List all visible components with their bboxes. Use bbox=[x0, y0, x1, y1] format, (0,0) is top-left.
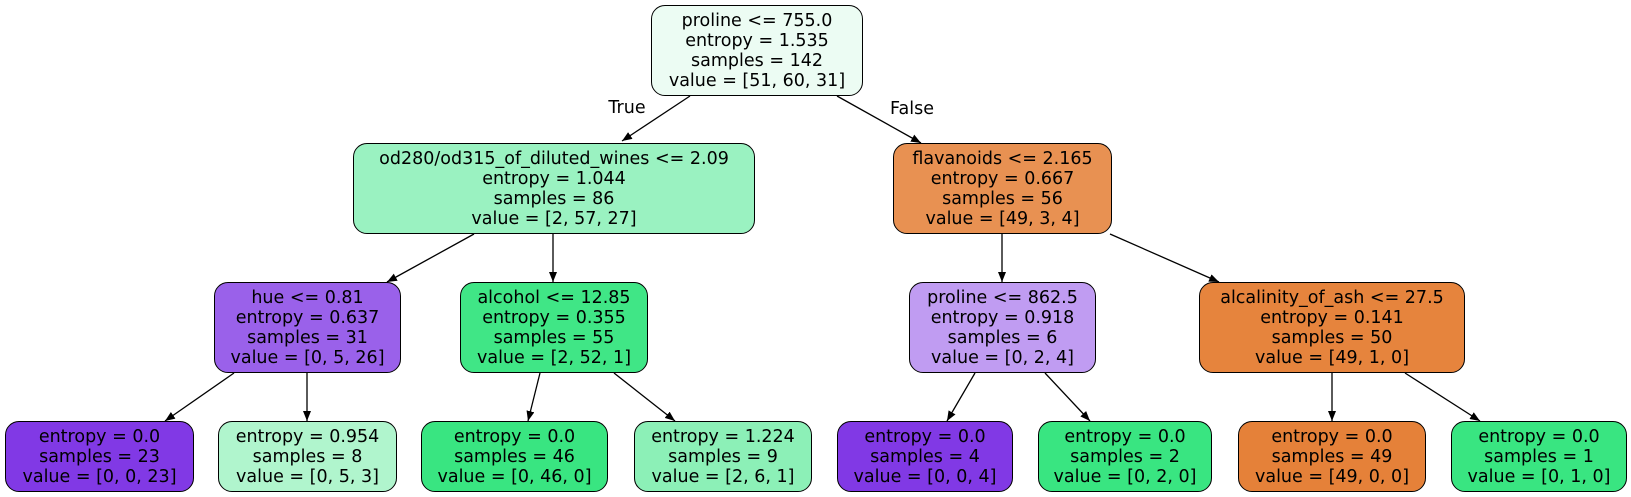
tree-leaf-n4: entropy = 0.954 samples = 8 value = [0, … bbox=[218, 421, 397, 492]
tree-leaf-n7: entropy = 1.224 samples = 9 value = [2, … bbox=[634, 421, 812, 492]
tree-leaf-n14: entropy = 0.0 samples = 1 value = [0, 1,… bbox=[1451, 421, 1627, 492]
node-entropy-label: entropy = 0.0 bbox=[864, 426, 986, 447]
node-split-label: flavanoids <= 2.165 bbox=[912, 148, 1093, 169]
tree-node-n1: od280/od315_of_diluted_wines <= 2.09 ent… bbox=[353, 143, 755, 234]
edge-n5-n7 bbox=[613, 372, 676, 422]
node-value-label: value = [2, 57, 27] bbox=[471, 208, 637, 229]
tree-node-n5: alcohol <= 12.85 entropy = 0.355 samples… bbox=[460, 282, 648, 373]
edge-n9-n10 bbox=[946, 372, 976, 422]
edge-label-false: False bbox=[890, 99, 934, 119]
node-samples-label: samples = 4 bbox=[870, 446, 980, 467]
node-entropy-label: entropy = 0.918 bbox=[930, 307, 1075, 328]
node-value-label: value = [0, 1, 0] bbox=[1467, 466, 1611, 487]
node-entropy-label: entropy = 0.355 bbox=[482, 307, 626, 328]
node-split-label: proline <= 755.0 bbox=[681, 10, 833, 31]
node-split-label: hue <= 0.81 bbox=[251, 287, 364, 308]
edge-n8-n12 bbox=[1109, 233, 1220, 283]
node-value-label: value = [49, 3, 4] bbox=[925, 208, 1080, 229]
edge-label-true: True bbox=[608, 98, 646, 118]
node-entropy-label: entropy = 0.0 bbox=[38, 426, 161, 447]
node-entropy-label: entropy = 0.0 bbox=[1478, 426, 1600, 447]
edge-n2-n3 bbox=[164, 372, 235, 422]
node-entropy-label: entropy = 0.141 bbox=[1260, 307, 1404, 328]
node-entropy-label: entropy = 1.224 bbox=[651, 426, 795, 447]
node-samples-label: samples = 31 bbox=[247, 327, 368, 348]
node-samples-label: samples = 56 bbox=[942, 188, 1063, 209]
node-split-label: proline <= 862.5 bbox=[927, 287, 1078, 308]
node-value-label: value = [2, 6, 1] bbox=[651, 466, 795, 487]
edge-n0-n1 bbox=[621, 95, 691, 142]
node-samples-label: samples = 9 bbox=[668, 446, 778, 467]
node-value-label: value = [0, 2, 0] bbox=[1053, 466, 1197, 487]
node-entropy-label: entropy = 0.0 bbox=[1271, 426, 1393, 447]
node-entropy-label: entropy = 0.0 bbox=[1064, 426, 1186, 447]
tree-node-n9: proline <= 862.5 entropy = 0.918 samples… bbox=[909, 282, 1096, 373]
node-samples-label: samples = 142 bbox=[691, 50, 823, 71]
node-samples-label: samples = 1 bbox=[1484, 446, 1594, 467]
tree-node-n2: hue <= 0.81 entropy = 0.637 samples = 31… bbox=[214, 282, 401, 373]
node-samples-label: samples = 86 bbox=[493, 188, 615, 209]
node-value-label: value = [49, 1, 0] bbox=[1254, 347, 1410, 368]
node-samples-label: samples = 23 bbox=[39, 446, 160, 467]
node-split-label: alcohol <= 12.85 bbox=[477, 287, 631, 308]
edge-n0-n8 bbox=[836, 95, 922, 144]
node-value-label: value = [0, 5, 26] bbox=[230, 347, 385, 368]
node-samples-label: samples = 46 bbox=[454, 446, 575, 467]
node-value-label: value = [0, 5, 3] bbox=[236, 466, 379, 487]
node-value-label: value = [0, 2, 4] bbox=[931, 347, 1074, 368]
tree-leaf-n10: entropy = 0.0 samples = 4 value = [0, 0,… bbox=[837, 421, 1013, 492]
tree-node-root: proline <= 755.0 entropy = 1.535 samples… bbox=[651, 5, 863, 96]
edge-n1-n2 bbox=[386, 233, 475, 283]
tree-node-n12: alcalinity_of_ash <= 27.5 entropy = 0.14… bbox=[1199, 282, 1465, 373]
node-entropy-label: entropy = 0.667 bbox=[930, 168, 1075, 189]
edge-n12-n14 bbox=[1404, 372, 1481, 422]
tree-leaf-n13: entropy = 0.0 samples = 49 value = [49, … bbox=[1238, 421, 1426, 492]
node-split-label: alcalinity_of_ash <= 27.5 bbox=[1220, 287, 1444, 308]
tree-leaf-n11: entropy = 0.0 samples = 2 value = [0, 2,… bbox=[1038, 421, 1212, 492]
node-value-label: value = [2, 52, 1] bbox=[476, 347, 632, 368]
node-value-label: value = [0, 0, 23] bbox=[22, 466, 177, 487]
node-entropy-label: entropy = 1.044 bbox=[482, 168, 626, 189]
tree-node-n8: flavanoids <= 2.165 entropy = 0.667 samp… bbox=[893, 143, 1112, 234]
tree-leaf-n3: entropy = 0.0 samples = 23 value = [0, 0… bbox=[5, 421, 194, 492]
node-samples-label: samples = 6 bbox=[947, 327, 1058, 348]
node-samples-label: samples = 2 bbox=[1070, 446, 1180, 467]
node-split-label: od280/od315_of_diluted_wines <= 2.09 bbox=[379, 148, 729, 169]
node-value-label: value = [0, 0, 4] bbox=[853, 466, 997, 487]
edge-n5-n6 bbox=[526, 372, 541, 422]
node-entropy-label: entropy = 0.637 bbox=[235, 307, 380, 328]
node-entropy-label: entropy = 0.0 bbox=[453, 426, 576, 447]
node-value-label: value = [51, 60, 31] bbox=[668, 70, 846, 91]
node-samples-label: samples = 8 bbox=[252, 446, 363, 467]
node-entropy-label: entropy = 1.535 bbox=[685, 30, 829, 51]
node-value-label: value = [49, 0, 0] bbox=[1254, 466, 1410, 487]
edge-n9-n11 bbox=[1044, 372, 1091, 422]
node-samples-label: samples = 50 bbox=[1271, 327, 1393, 348]
node-samples-label: samples = 49 bbox=[1271, 446, 1393, 467]
tree-leaf-n6: entropy = 0.0 samples = 46 value = [0, 4… bbox=[421, 421, 608, 492]
node-value-label: value = [0, 46, 0] bbox=[437, 466, 592, 487]
node-samples-label: samples = 55 bbox=[493, 327, 615, 348]
node-entropy-label: entropy = 0.954 bbox=[235, 426, 380, 447]
